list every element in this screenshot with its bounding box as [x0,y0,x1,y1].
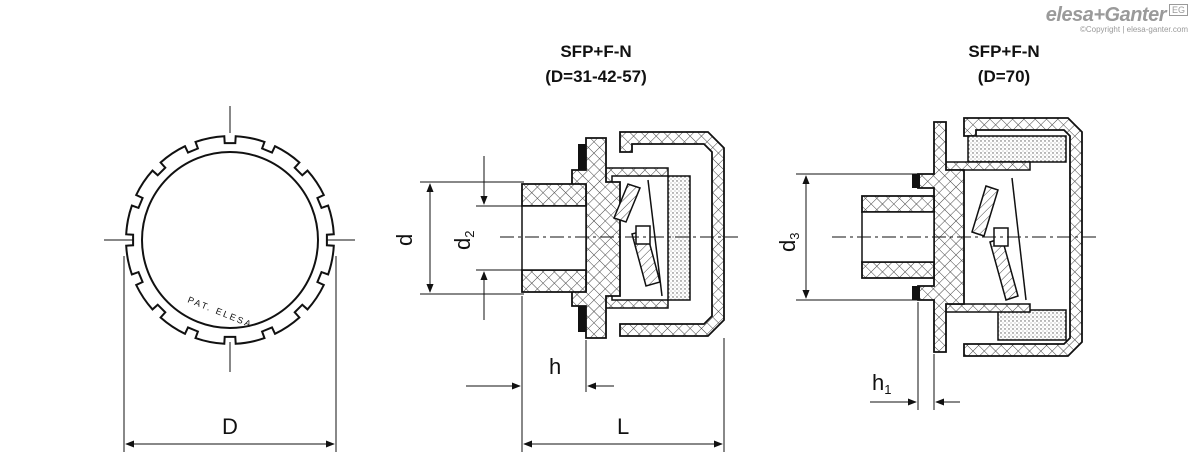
section-view-2: SFP+F-N (D=70) d3 [775,42,1100,410]
logo-copyright: ©Copyright | elesa-ganter.com [1079,25,1188,34]
dim-d3-label: d3 [775,233,802,252]
valve2-flap-top [971,185,999,237]
valve2-guide-line [1011,177,1027,301]
stem-bore [521,205,587,271]
dim-d2-label: d2 [450,231,477,250]
dim-d [420,181,524,295]
dim-d2-sub: 2 [462,231,477,238]
logo-brand: elesa+Ganter [1045,4,1167,26]
section2-title-line2: (D=70) [978,67,1030,86]
dim-L-label: L [617,414,629,439]
dim-h1 [870,302,960,410]
dim-d2-main: d [450,238,475,250]
gasket2-bottom [912,286,920,300]
valve2-flap-bottom [989,237,1019,301]
dim-d3-main: d [775,240,800,252]
dim-d-label: d [392,234,417,246]
dim-h1-sub: 1 [884,382,891,397]
cap2-body [963,117,1083,357]
pat-elesa-emboss: PAT. ELESA [186,295,254,330]
dim-h [466,296,614,452]
dim-D-lines [123,256,337,452]
dim-h1-main: h [872,370,884,395]
filter2-top [967,135,1067,163]
section2-title-line1: SFP+F-N [968,42,1039,61]
dim-d3 [796,173,918,301]
dim-h-label: h [549,354,561,379]
gasket-bottom [578,306,586,332]
filter2-bottom [997,309,1067,341]
front-view: PAT. ELESA D [104,106,355,452]
dim-D-label: D [222,414,238,439]
section-view-1: SFP+F-N (D=31-42-57) d [392,42,738,452]
dim-h1-label: h1 [872,370,891,397]
gasket-top [578,144,586,170]
valve-flap-top [613,183,641,223]
gasket2-top [912,174,920,188]
section1-title-line1: SFP+F-N [560,42,631,61]
stem2-bore [861,211,935,263]
logo-badge: EG [1168,4,1188,16]
front-centerlines [104,106,355,372]
knurled-outline [125,135,335,345]
section1-title-line2: (D=31-42-57) [545,67,647,86]
filter-sponge [667,175,691,301]
valve-seat [635,225,651,245]
dim-d3-sub: 3 [787,233,802,240]
cap-body [619,131,725,337]
dim-d2 [476,156,524,320]
inner-circle [141,151,319,329]
valve-guide-line [647,179,663,297]
dim-L [523,338,725,452]
